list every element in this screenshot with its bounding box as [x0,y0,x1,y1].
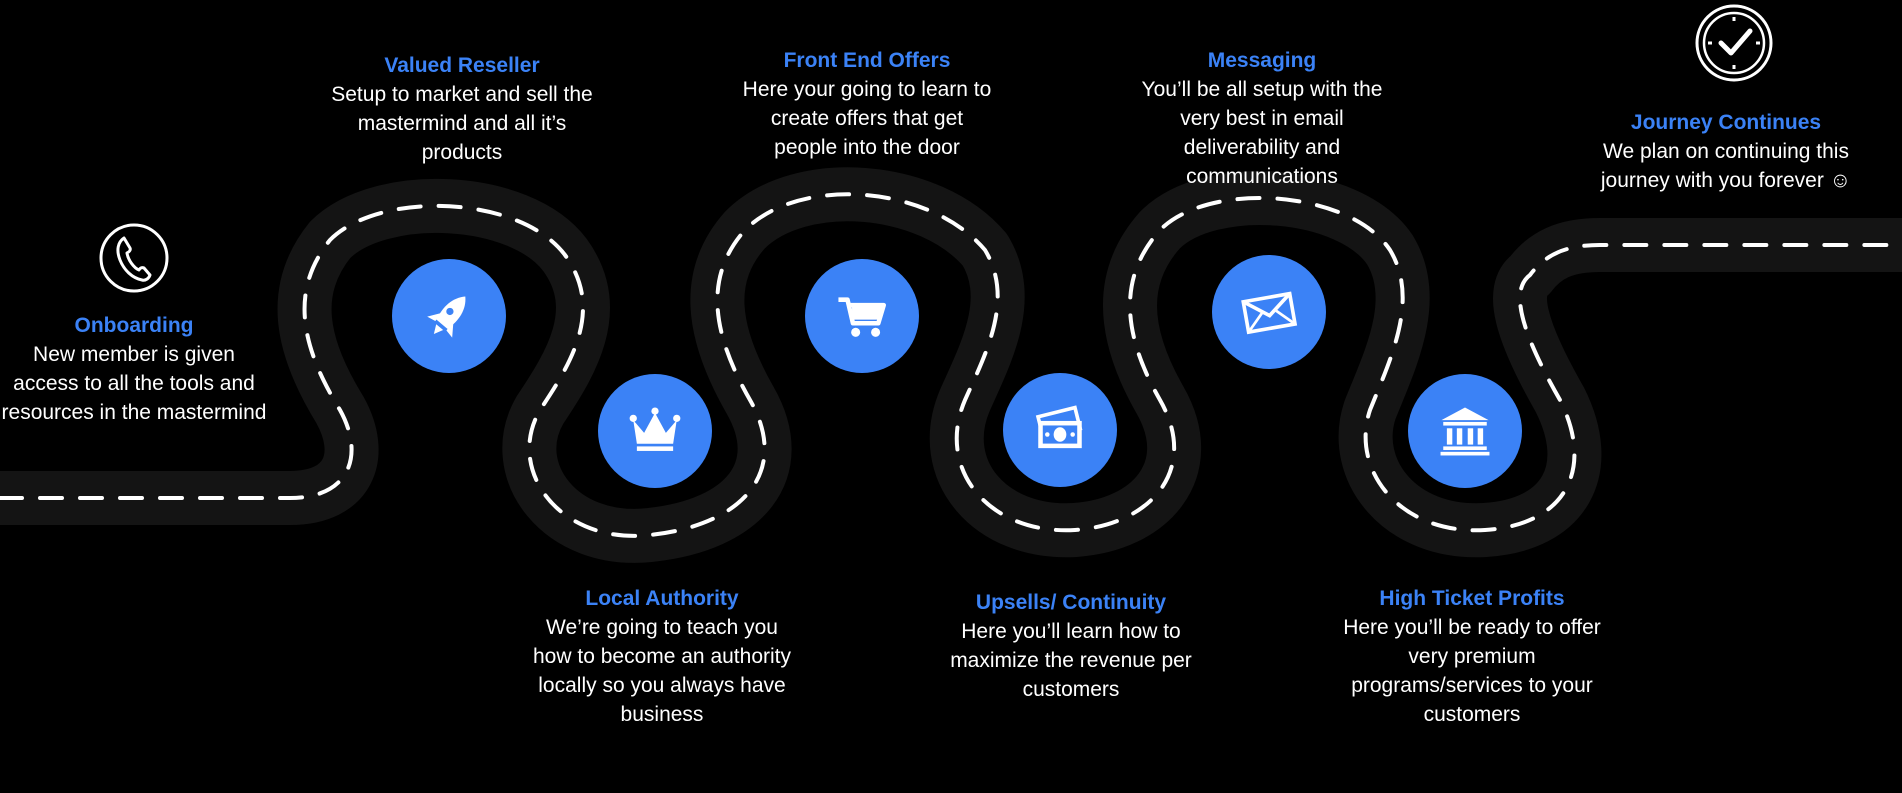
step-title: Journey Continues [1630,111,1822,134]
rocket-icon [427,296,466,338]
step-description: We plan on continuing this journey with … [1600,140,1852,192]
step-description: You’ll be all setup with the very best i… [1141,78,1383,188]
badge-front-end-offers [805,259,919,373]
step-front-end-offers: Front End Offers Here your going to lear… [738,46,996,162]
step-description: Here your going to learn to create offer… [742,78,992,159]
badge-upsells-continuity [1003,373,1117,487]
step-description: Here you’ll be ready to offer very premi… [1343,616,1601,726]
badge-messaging [1212,255,1326,369]
step-journey-continues: Journey Continues We plan on continuing … [1578,108,1874,195]
envelope-icon [1241,291,1298,335]
step-description: New member is given access to all the to… [1,343,267,424]
step-title: Local Authority [585,587,739,610]
badge-high-ticket-profits [1408,374,1522,488]
step-description: Setup to market and sell the mastermind … [331,83,593,164]
step-title: Onboarding [74,314,194,337]
clock-check-icon [1695,4,1773,82]
step-description: We’re going to teach you how to become a… [533,616,791,726]
step-local-authority: Local Authority We’re going to teach you… [533,584,791,729]
step-description: Here you’ll learn how to maximize the re… [950,620,1192,701]
phone-icon [99,223,169,293]
step-title: Valued Reseller [384,54,540,77]
badge-valued-reseller [392,259,506,373]
cart-icon [838,297,887,337]
crown-icon [629,407,681,451]
step-upsells-continuity: Upsells/ Continuity Here you’ll learn ho… [932,588,1210,704]
step-onboarding: Onboarding New member is given access to… [0,311,268,427]
step-title: Front End Offers [783,49,951,72]
step-title: Messaging [1207,49,1317,72]
step-messaging: Messaging You’ll be all setup with the v… [1122,46,1402,191]
bank-icon [1440,407,1490,456]
step-high-ticket-profits: High Ticket Profits Here you’ll be ready… [1327,584,1617,729]
step-title: High Ticket Profits [1379,587,1565,610]
step-title: Upsells/ Continuity [975,591,1167,614]
money-icon [1035,405,1083,449]
step-valued-reseller: Valued Reseller Setup to market and sell… [322,51,602,167]
badge-local-authority [598,374,712,488]
